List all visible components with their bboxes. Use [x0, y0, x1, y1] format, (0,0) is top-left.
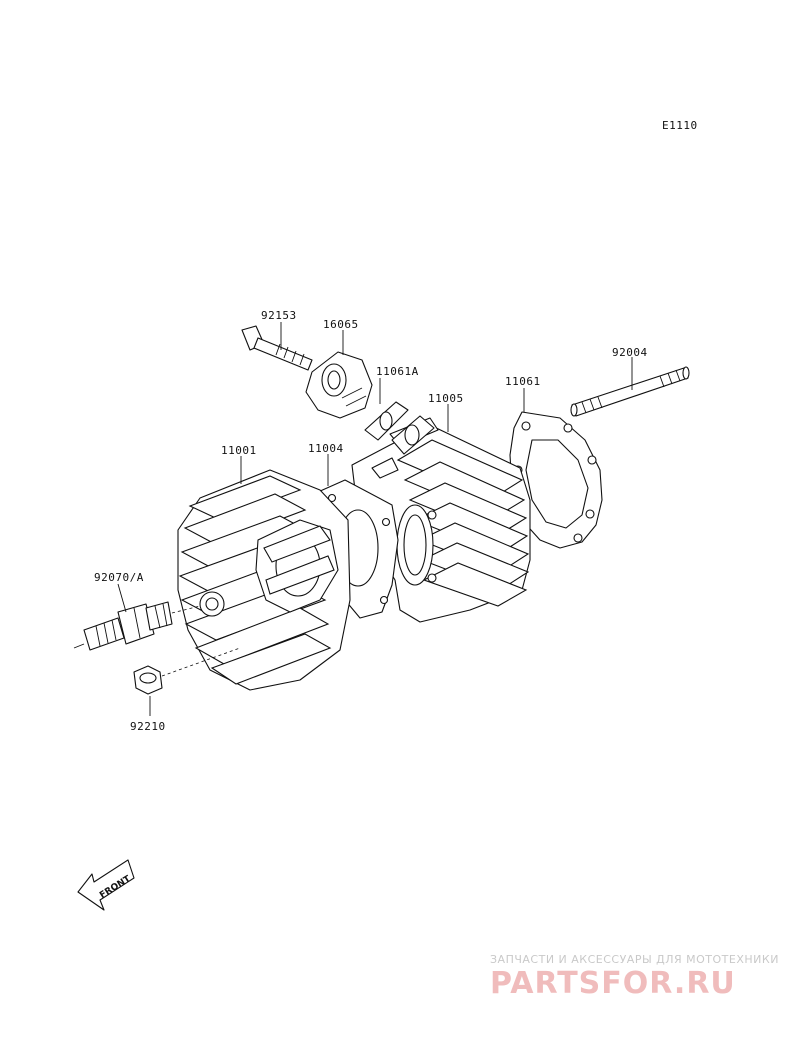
diagram-code: E1110: [662, 119, 698, 132]
label-92153: 92153: [261, 309, 297, 322]
intake-pipe-16065: [305, 351, 373, 419]
label-92210: 92210: [130, 720, 166, 733]
label-11061A: 11061A: [376, 365, 419, 378]
label-11001: 11001: [221, 444, 257, 457]
watermark-tagline: ЗАПЧАСТИ И АКСЕССУАРЫ ДЛЯ МОТОТЕХНИКИ: [490, 953, 779, 966]
label-92070A: 92070/A: [94, 571, 144, 584]
cylinder-head-11001: [177, 469, 351, 691]
label-92004: 92004: [612, 346, 648, 359]
label-11004: 11004: [308, 442, 344, 455]
spark-plug-92070A: [73, 601, 173, 651]
intake-gasket-11061A: [364, 401, 435, 455]
stud-bolt-92004: [570, 366, 690, 417]
base-gasket-11061: [509, 411, 603, 549]
watermark-logo: PARTSFOR.RU: [490, 966, 736, 1001]
label-11005: 11005: [428, 392, 464, 405]
label-16065: 16065: [323, 318, 359, 331]
label-11061: 11061: [505, 375, 541, 388]
bolt-92153: [241, 325, 313, 371]
front-arrow-icon: FRONT: [77, 859, 135, 911]
cylinder-11005: [351, 417, 531, 623]
nut-92210: [133, 665, 163, 695]
